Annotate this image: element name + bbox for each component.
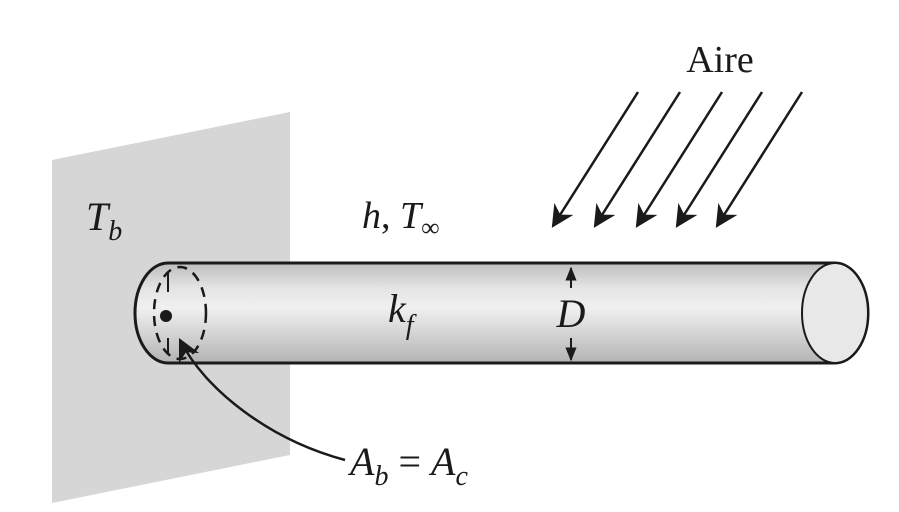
- fin-body: [133, 261, 870, 365]
- air-arrow: [593, 91, 682, 228]
- base-temperature-label: Tb: [86, 194, 122, 247]
- air-arrow: [635, 91, 724, 228]
- fin-tip: [801, 262, 869, 364]
- convection-label: h, T∞: [362, 195, 440, 242]
- air-flow-arrows: [551, 91, 804, 228]
- air-arrow: [675, 91, 764, 228]
- air-arrow: [715, 91, 804, 228]
- area-equation-label: Ab = Ac: [347, 439, 468, 492]
- air-arrow: [551, 91, 640, 228]
- conductivity-label: kf: [388, 286, 417, 341]
- air-label: Aire: [686, 39, 754, 81]
- base-center-dot: [160, 310, 172, 322]
- diameter-label: D: [556, 291, 586, 336]
- area-pointer-arrow: [178, 337, 346, 462]
